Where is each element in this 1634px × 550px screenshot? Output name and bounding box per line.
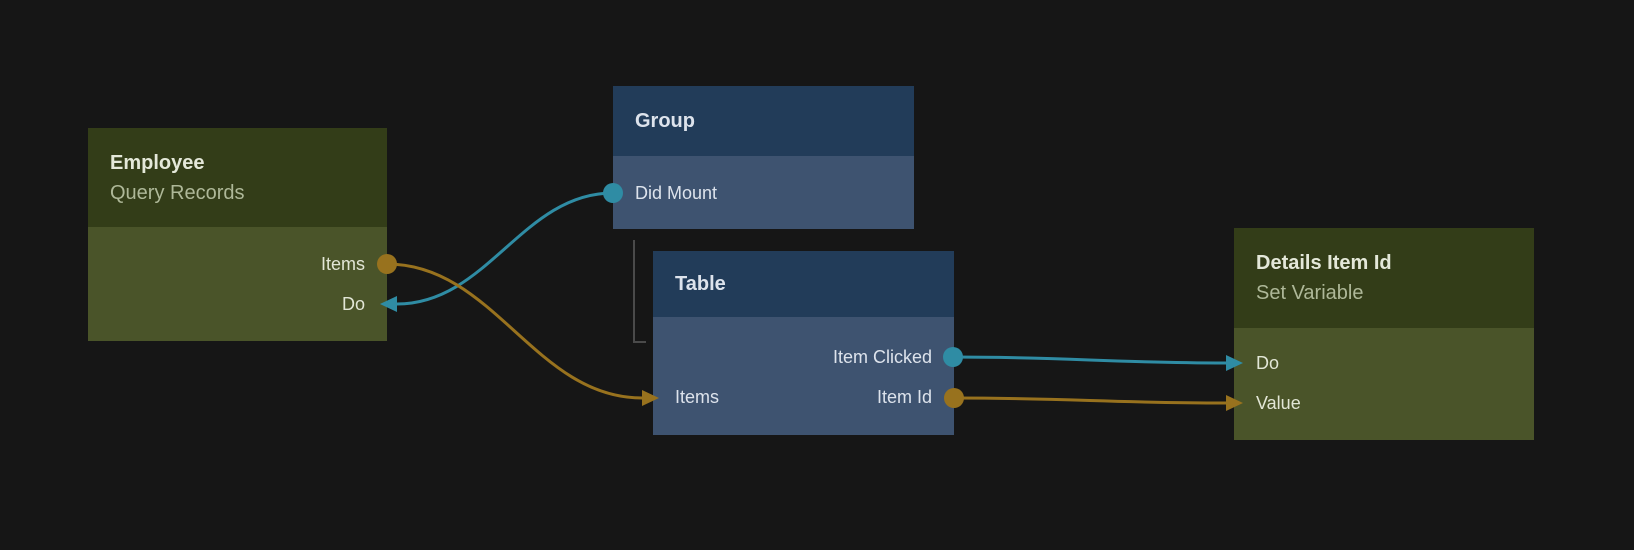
port-label-item-id: Item Id	[876, 387, 932, 407]
group-table-parent-connector	[633, 240, 646, 343]
wire-table-itemclicked-to-details-do[interactable]	[951, 355, 1228, 365]
port-row: Item Clicked	[653, 337, 954, 377]
node-header: Details Item Id Set Variable	[1234, 228, 1534, 328]
node-header: Table	[653, 251, 954, 317]
port-row: Do	[1234, 343, 1534, 383]
node-subtitle: Query Records	[110, 181, 245, 204]
wire-table-itemid-to-details-value[interactable]	[952, 396, 1228, 405]
port-row: Items	[88, 244, 387, 284]
node-title: Table	[675, 273, 726, 295]
port-label-value: Value	[1256, 393, 1301, 413]
node-title: Group	[635, 110, 695, 132]
wire-employee-items-to-table-items[interactable]	[385, 262, 644, 400]
wire-group-didmount-to-employee-do[interactable]	[395, 191, 615, 306]
node-header: Group	[613, 86, 914, 156]
port-label-do: Do	[1256, 353, 1280, 373]
port-label-items: Items	[675, 387, 720, 407]
node-subtitle: Set Variable	[1256, 282, 1364, 304]
port-label-do: Do	[341, 294, 365, 314]
port-row: Did Mount	[613, 173, 914, 213]
port-label-item-clicked: Item Clicked	[832, 347, 932, 367]
node-title: Employee	[110, 151, 205, 174]
port-row: Do	[88, 284, 387, 324]
port-label-items: Items	[320, 254, 365, 274]
node-title: Details Item Id	[1256, 252, 1392, 274]
node-body: Did Mount	[613, 156, 914, 229]
port-label-did-mount: Did Mount	[635, 183, 718, 203]
port-row: Value	[1234, 383, 1534, 423]
port-row: Items Item Id	[653, 377, 954, 417]
